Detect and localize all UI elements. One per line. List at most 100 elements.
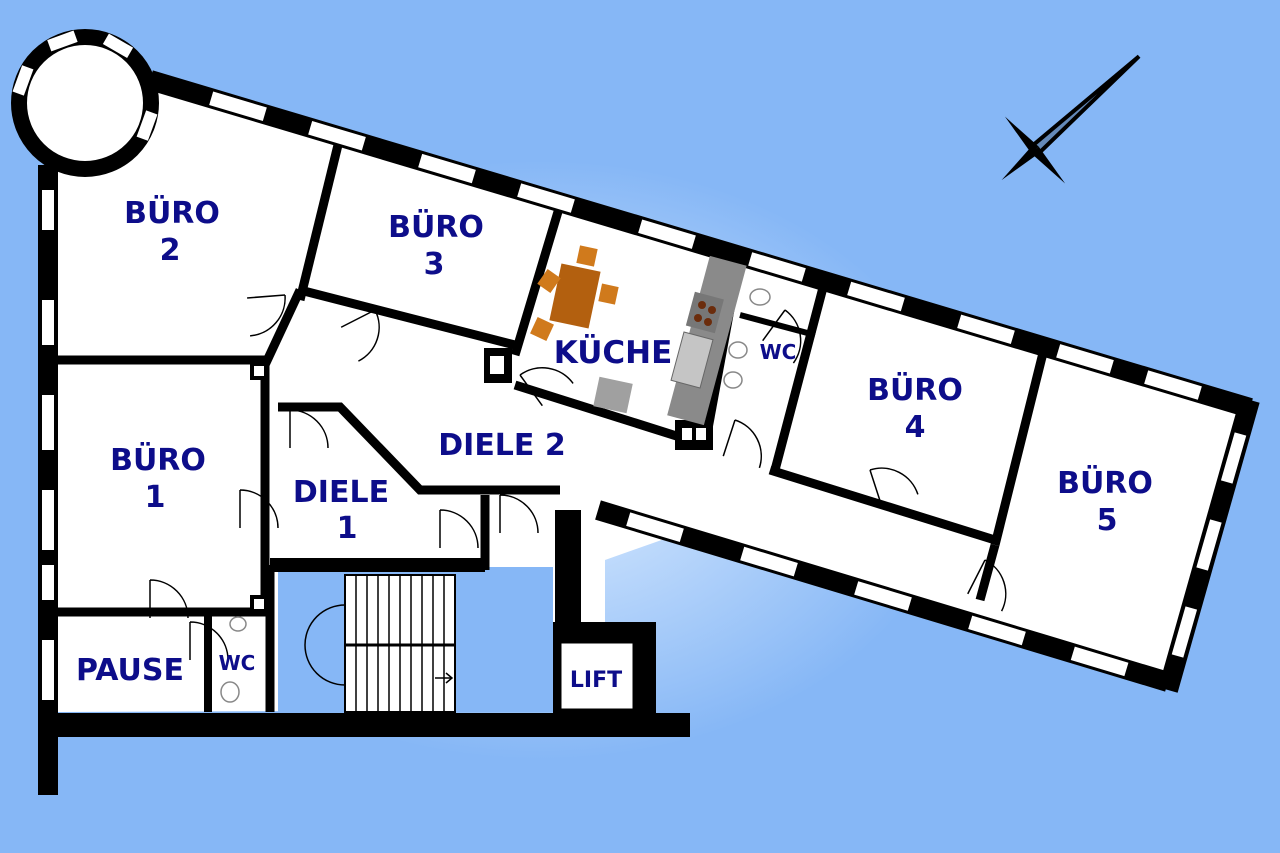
door-swing-icon bbox=[439, 509, 479, 549]
stair-landing-curve bbox=[304, 604, 346, 686]
room-buero4-name: BÜRO bbox=[867, 371, 963, 408]
window bbox=[42, 395, 54, 450]
tower-floor bbox=[25, 43, 145, 163]
stove-burner bbox=[694, 314, 702, 322]
window bbox=[308, 121, 366, 151]
compass-needle-short-up bbox=[1004, 116, 1039, 154]
wall-diele1-north bbox=[278, 402, 560, 495]
room-buero1-name: BÜRO bbox=[110, 441, 206, 478]
window bbox=[209, 91, 267, 121]
chair bbox=[598, 283, 619, 305]
window bbox=[42, 490, 54, 550]
room-kueche-name: KÜCHE bbox=[554, 334, 673, 371]
window bbox=[748, 252, 806, 282]
sink bbox=[670, 331, 714, 389]
bathroom-fixtures bbox=[220, 288, 771, 703]
window bbox=[1196, 519, 1222, 571]
window bbox=[1220, 432, 1247, 484]
window bbox=[102, 33, 134, 59]
window bbox=[42, 640, 54, 700]
room-buero3-number: 3 bbox=[424, 247, 445, 282]
wall-wc-shower bbox=[739, 312, 816, 338]
window bbox=[847, 281, 905, 312]
chair bbox=[576, 245, 598, 267]
door-swing-icon bbox=[722, 419, 762, 469]
wall-buero3-diele2 bbox=[298, 285, 517, 350]
door-swing-icon bbox=[869, 467, 919, 507]
window bbox=[47, 30, 78, 52]
window bbox=[418, 153, 476, 184]
window bbox=[957, 314, 1015, 344]
sink-icon bbox=[229, 616, 247, 632]
room-buero1-number: 1 bbox=[145, 480, 166, 515]
wall-buero4-diele2 bbox=[768, 465, 997, 545]
building-floor bbox=[58, 80, 1240, 712]
stove bbox=[685, 291, 724, 334]
sink-icon bbox=[728, 341, 748, 359]
doors bbox=[149, 294, 1007, 661]
wall-buero2-diele bbox=[260, 288, 305, 367]
window bbox=[854, 581, 912, 611]
compass-needle-head bbox=[1031, 56, 1140, 154]
window bbox=[12, 65, 34, 96]
window bbox=[638, 219, 696, 249]
wall-buero5-corridor bbox=[975, 543, 1000, 602]
wall-buero2-buero3 bbox=[295, 143, 343, 302]
pillar-wc-inner-2 bbox=[696, 428, 706, 440]
stair-arrow bbox=[435, 672, 454, 684]
room-diele2-name: DIELE 2 bbox=[438, 428, 566, 463]
pillar-buero1-inner bbox=[254, 366, 264, 376]
chair bbox=[537, 269, 561, 293]
windows-north bbox=[209, 91, 1202, 400]
window bbox=[517, 183, 575, 213]
window bbox=[42, 190, 54, 230]
door-swing-icon bbox=[762, 309, 802, 364]
door-swing-icon bbox=[967, 559, 1007, 612]
kitchen-table bbox=[549, 263, 601, 329]
door-swing-icon bbox=[519, 367, 574, 407]
windows-other bbox=[12, 30, 1247, 700]
compass-rose-icon bbox=[1001, 54, 1141, 184]
toilet-icon bbox=[220, 681, 240, 703]
window bbox=[740, 546, 798, 577]
room-buero2-number: 2 bbox=[160, 233, 181, 268]
stove-burner bbox=[708, 306, 716, 314]
door-swing-icon bbox=[499, 494, 539, 534]
window bbox=[1070, 646, 1129, 677]
room-wc-bottom-name: WC bbox=[219, 651, 256, 675]
toilet-icon bbox=[749, 288, 771, 306]
room-buero5-number: 5 bbox=[1097, 503, 1118, 538]
window bbox=[1144, 370, 1202, 400]
room-buero2-name: BÜRO bbox=[124, 194, 220, 231]
pillar-wc bbox=[675, 420, 713, 450]
room-pause-name: PAUSE bbox=[76, 653, 184, 688]
stove-burner bbox=[704, 318, 712, 326]
compass-needle-short-down bbox=[1031, 146, 1066, 184]
pillar-wc-inner bbox=[682, 428, 692, 440]
stove-burner bbox=[698, 301, 706, 309]
window bbox=[968, 615, 1026, 646]
room-diele1-name: DIELE bbox=[293, 475, 389, 510]
room-buero5-name: BÜRO bbox=[1057, 464, 1153, 501]
room-wc-top-name: WC bbox=[760, 340, 797, 364]
chair bbox=[530, 317, 554, 341]
pillar-pause-inner bbox=[254, 599, 264, 609]
window bbox=[1171, 606, 1198, 658]
compass-needle-short-back bbox=[1001, 146, 1039, 181]
door-swing-icon bbox=[340, 309, 380, 362]
door-swing-icon bbox=[149, 579, 189, 619]
sink-icon bbox=[723, 371, 743, 389]
window bbox=[626, 512, 684, 542]
wall-wc-buero4 bbox=[770, 278, 830, 472]
wall-buero3-kueche bbox=[510, 203, 565, 357]
door-swing-icon bbox=[289, 409, 329, 449]
window bbox=[136, 110, 158, 141]
door-swing-icon bbox=[247, 294, 286, 337]
lift-cabin bbox=[558, 640, 636, 712]
room-buero3-name: BÜRO bbox=[388, 208, 484, 245]
door-swing-icon bbox=[239, 489, 279, 529]
kitchen-furniture bbox=[530, 245, 747, 426]
wall-kueche-south bbox=[513, 380, 707, 450]
room-lift-name: LIFT bbox=[570, 668, 622, 693]
